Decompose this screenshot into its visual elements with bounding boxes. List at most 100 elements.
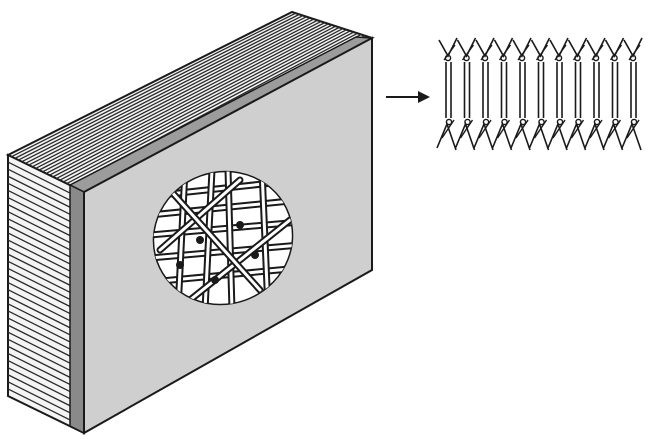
sheet-line-side (7, 345, 71, 378)
strand-node-bottom (612, 118, 619, 126)
strand-head-bottom (528, 121, 550, 151)
sheet-line-side (7, 182, 71, 215)
sheet-line-side (7, 282, 71, 315)
sheet-line-side (7, 232, 71, 265)
strand-head-bottom (565, 121, 587, 151)
strand-node-bottom (464, 118, 471, 126)
sheet-line-side (7, 204, 71, 237)
strand-node-top (574, 54, 581, 62)
strand-node-top (500, 54, 507, 62)
sheet-line-top (52, 26, 340, 178)
strand-head-bottom (621, 121, 642, 151)
sheet-line-top (21, 16, 307, 163)
fiber-knot (236, 221, 244, 229)
sheet-line-side (7, 175, 71, 208)
strand-head-bottom (436, 121, 457, 151)
sheet-line-side (7, 303, 71, 336)
strand-node-top (518, 54, 526, 62)
sheet-line-top (31, 19, 318, 168)
sheet-line-top (14, 13, 300, 159)
sheet-line-side (7, 374, 71, 407)
sheet-line-side (7, 260, 71, 293)
sheet-line-side (7, 196, 71, 230)
strand-head-bottom (473, 121, 494, 151)
sheet-line-side (7, 168, 71, 201)
sheet-line-top (66, 31, 355, 185)
sheet-line-top (11, 12, 296, 158)
sheet-line-top (35, 20, 322, 170)
fiber-knot (251, 251, 259, 259)
molecular-strand-array (436, 37, 643, 151)
strand-node-top (611, 54, 618, 62)
strand-node-bottom (630, 118, 638, 126)
sheet-line-top (62, 30, 351, 183)
sheet-line-side (7, 274, 71, 308)
sheet-line-side (7, 189, 71, 223)
strand-node-bottom (538, 118, 545, 126)
strand-node-bottom (519, 118, 527, 126)
sheet-line-side (7, 211, 71, 244)
sheet-line-side (7, 310, 71, 343)
strand-node-bottom (482, 118, 490, 126)
sheet-line-side (7, 324, 71, 357)
strand-node-top (481, 54, 489, 62)
sheet-line-top (18, 14, 304, 161)
sheet-line-side (7, 388, 71, 421)
strand-head-bottom (584, 121, 605, 151)
sheet-line-top (38, 22, 326, 171)
fiber-core (188, 218, 292, 302)
fiber-core (158, 178, 242, 252)
strand-node-bottom (501, 118, 508, 126)
strand-node-top (463, 54, 470, 62)
sheet-line-side (7, 352, 71, 386)
strand-node-top (555, 54, 563, 62)
sheet-line-side (7, 289, 71, 322)
cutaway-hole (146, 166, 304, 314)
strand-node-top (444, 54, 452, 62)
sheet-line-side (7, 267, 71, 300)
fiber-core (168, 188, 262, 292)
strand-node-top (537, 54, 544, 62)
sheet-line-top (24, 17, 311, 164)
fiber-core (148, 198, 302, 217)
sheet-line-side (7, 331, 71, 364)
strand-head-bottom (491, 121, 513, 151)
fiber-core (176, 168, 187, 312)
sheet-line-top (42, 23, 329, 173)
sheet-line-side (7, 381, 71, 414)
fiber-knot (176, 261, 184, 269)
sheet-line-side (7, 225, 71, 258)
strand-node-bottom (556, 118, 564, 126)
sheet-line-side (7, 246, 71, 279)
sheet-line-side (7, 239, 71, 272)
sheet-line-top (45, 24, 333, 175)
sheet-line-side (7, 338, 71, 371)
sheet-line-side (7, 218, 71, 251)
sheet-line-top (49, 25, 336, 176)
sheet-line-side (7, 359, 71, 393)
arrow (386, 91, 430, 103)
sheet-line-side (7, 317, 71, 350)
strand-head-bottom (547, 121, 568, 151)
panel-side-edge (69, 183, 85, 435)
strand-node-top (592, 54, 600, 62)
sheet-line-side (7, 367, 71, 400)
strand-head-bottom (454, 121, 476, 151)
strand-node-bottom (593, 118, 601, 126)
strand-node-top (629, 54, 637, 62)
interwoven-fibers (146, 166, 304, 314)
fiber-knot (211, 276, 219, 284)
sheet-line-top (56, 27, 344, 180)
strand-node-bottom (445, 118, 453, 126)
sheet-line-side (7, 253, 71, 286)
arrow-head (418, 91, 430, 103)
strand-node-bottom (575, 118, 582, 126)
strand-head-bottom (602, 121, 624, 151)
sheet-line-top (59, 29, 347, 181)
sheet-line-top (28, 18, 315, 166)
sheet-line-side (7, 161, 71, 194)
sheet-line-side (7, 296, 71, 329)
strand-head-bottom (510, 121, 531, 151)
